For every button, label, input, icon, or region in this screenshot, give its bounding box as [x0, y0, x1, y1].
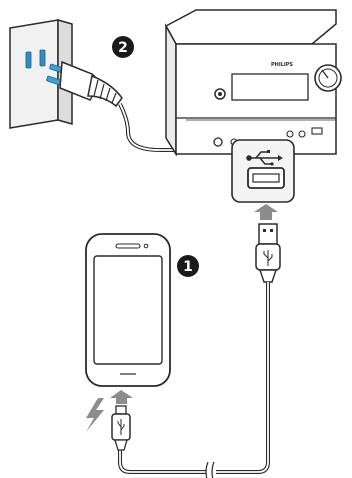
step-1-label: 1 [183, 259, 193, 275]
insert-arrow-phone [110, 390, 133, 404]
insert-arrow-usb [254, 204, 278, 220]
micro-usb-plug [112, 406, 130, 450]
lightning-icon [86, 398, 104, 432]
step-2-badge: 2 [112, 36, 134, 58]
step-1-badge: 1 [177, 255, 199, 277]
brand-label: PHILIPS [271, 62, 293, 68]
usb-port-callout [232, 140, 294, 202]
usb-a-plug [256, 224, 280, 282]
smartphone [86, 234, 170, 386]
micro-system-unit: PHILIPS [166, 10, 341, 154]
step-2-label: 2 [118, 40, 128, 56]
